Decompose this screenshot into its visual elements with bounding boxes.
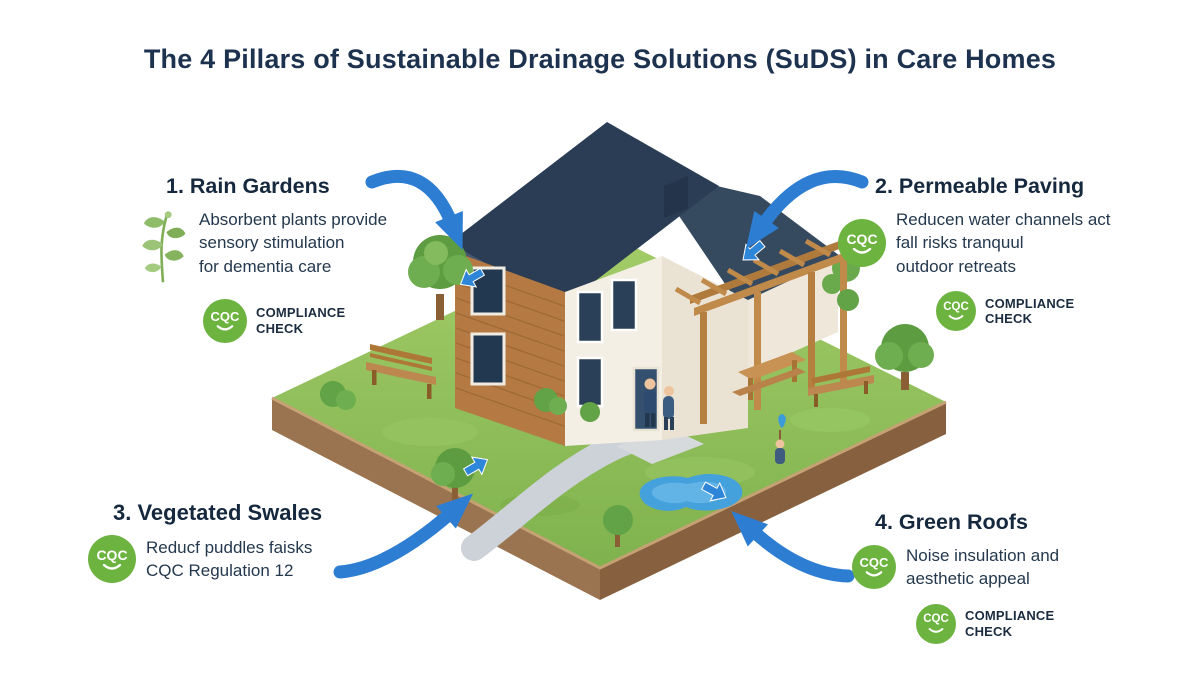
pillar-vegetated-swales: 3. Vegetated Swales CQC Reducf puddles f…	[88, 500, 322, 583]
description-line: for dementia care	[199, 256, 332, 276]
main-roof	[448, 122, 719, 308]
compliance-check: CQC COMPLIANCE CHECK	[203, 299, 387, 343]
compliance-label: COMPLIANCE CHECK	[965, 608, 1054, 640]
pillar-green-roofs: 4. Green Roofs CQC Noise insulation and …	[852, 510, 1059, 644]
description-line: Reducen water channels act	[896, 210, 1111, 229]
pillar-heading: 2. Permeable Paving	[875, 174, 1085, 198]
compliance-line: COMPLIANCE	[965, 608, 1055, 624]
pillar-description: Noise insulation and aesthetic appeal	[906, 544, 1059, 591]
compliance-line: COMPLIANCE	[985, 295, 1075, 311]
description-line: CQC Regulation 12	[146, 561, 294, 580]
cqc-badge: CQC	[203, 299, 247, 343]
cqc-badge-label: CQC	[846, 230, 878, 247]
smile-icon	[928, 627, 944, 633]
plant-icon	[142, 211, 186, 283]
compliance-label: COMPLIANCE CHECK	[985, 296, 1074, 328]
description-line: Reducf puddles faisks	[146, 537, 313, 557]
pillar-rain-gardens: 1. Rain Gardens Absorbent plants provide…	[137, 174, 387, 343]
cqc-badge-label: CQC	[943, 300, 969, 313]
compliance-check: CQC COMPLIANCE CHECK	[936, 291, 1111, 332]
cqc-badge: CQC	[838, 219, 886, 268]
compliance-line: CHECK	[985, 311, 1033, 327]
window	[470, 332, 506, 386]
arrow-vegetated-swales	[333, 493, 474, 579]
description-line: Absorbent plants provide	[199, 210, 388, 229]
compliance-line: CHECK	[965, 623, 1013, 639]
compliance-check: CQC COMPLIANCE CHECK	[916, 603, 1059, 644]
cqc-badge-label: CQC	[96, 546, 128, 563]
callout-arrows	[333, 169, 869, 583]
description-line: sensory stimulation	[199, 233, 345, 253]
cqc-badge: CQC	[88, 535, 136, 583]
page-title: The 4 Pillars of Sustainable Drainage So…	[143, 44, 1057, 74]
arrow-rain-gardens	[365, 169, 463, 250]
cqc-badge: CQC	[852, 545, 896, 590]
smile-icon	[948, 315, 964, 320]
trees-and-bushes	[320, 235, 934, 547]
cqc-badge-label: CQC	[923, 613, 949, 626]
rear-wall	[748, 258, 838, 372]
picnic-table	[738, 352, 806, 380]
pergola	[674, 238, 875, 424]
pillar-description: Reducf puddles faisks CQC Regulation 12	[146, 536, 312, 583]
smile-icon	[865, 571, 883, 577]
pillar-permeable-paving: 2. Permeable Paving CQC Reducen water ch…	[838, 174, 1111, 332]
pillar-description: Reducen water channels act fall risks tr…	[896, 208, 1111, 278]
smile-icon	[102, 563, 122, 570]
pond	[639, 474, 743, 511]
smile-icon	[216, 325, 234, 331]
pillar-heading: 3. Vegetated Swales	[113, 500, 323, 525]
pillar-heading: 1. Rain Gardens	[166, 174, 330, 198]
cqc-badge-label: CQC	[859, 555, 889, 571]
pillar-description: Absorbent plants provide sensory stimula…	[199, 208, 387, 278]
compliance-line: COMPLIANCE	[256, 305, 346, 321]
description-line: fall risks tranquul	[896, 233, 1024, 253]
description-line: Noise insulation and	[906, 546, 1060, 565]
pillar-heading: 4. Green Roofs	[875, 510, 1028, 534]
compliance-label: COMPLIANCE CHECK	[256, 305, 345, 337]
window	[576, 356, 604, 408]
arrow-permeable-paving	[745, 170, 869, 249]
compliance-line: CHECK	[256, 321, 304, 336]
window	[576, 290, 604, 344]
description-line: outdoor retreats	[896, 256, 1017, 276]
chimney	[664, 176, 688, 218]
description-line: aesthetic appeal	[906, 569, 1030, 589]
arrow-green-roofs	[731, 511, 855, 583]
smile-icon	[852, 247, 872, 254]
window	[610, 278, 638, 332]
cqc-badge-label: CQC	[210, 309, 240, 324]
cqc-badge: CQC	[916, 603, 956, 644]
benches	[366, 344, 874, 407]
cqc-badge: CQC	[936, 291, 976, 332]
residents	[644, 378, 786, 464]
water-drop	[778, 414, 786, 428]
